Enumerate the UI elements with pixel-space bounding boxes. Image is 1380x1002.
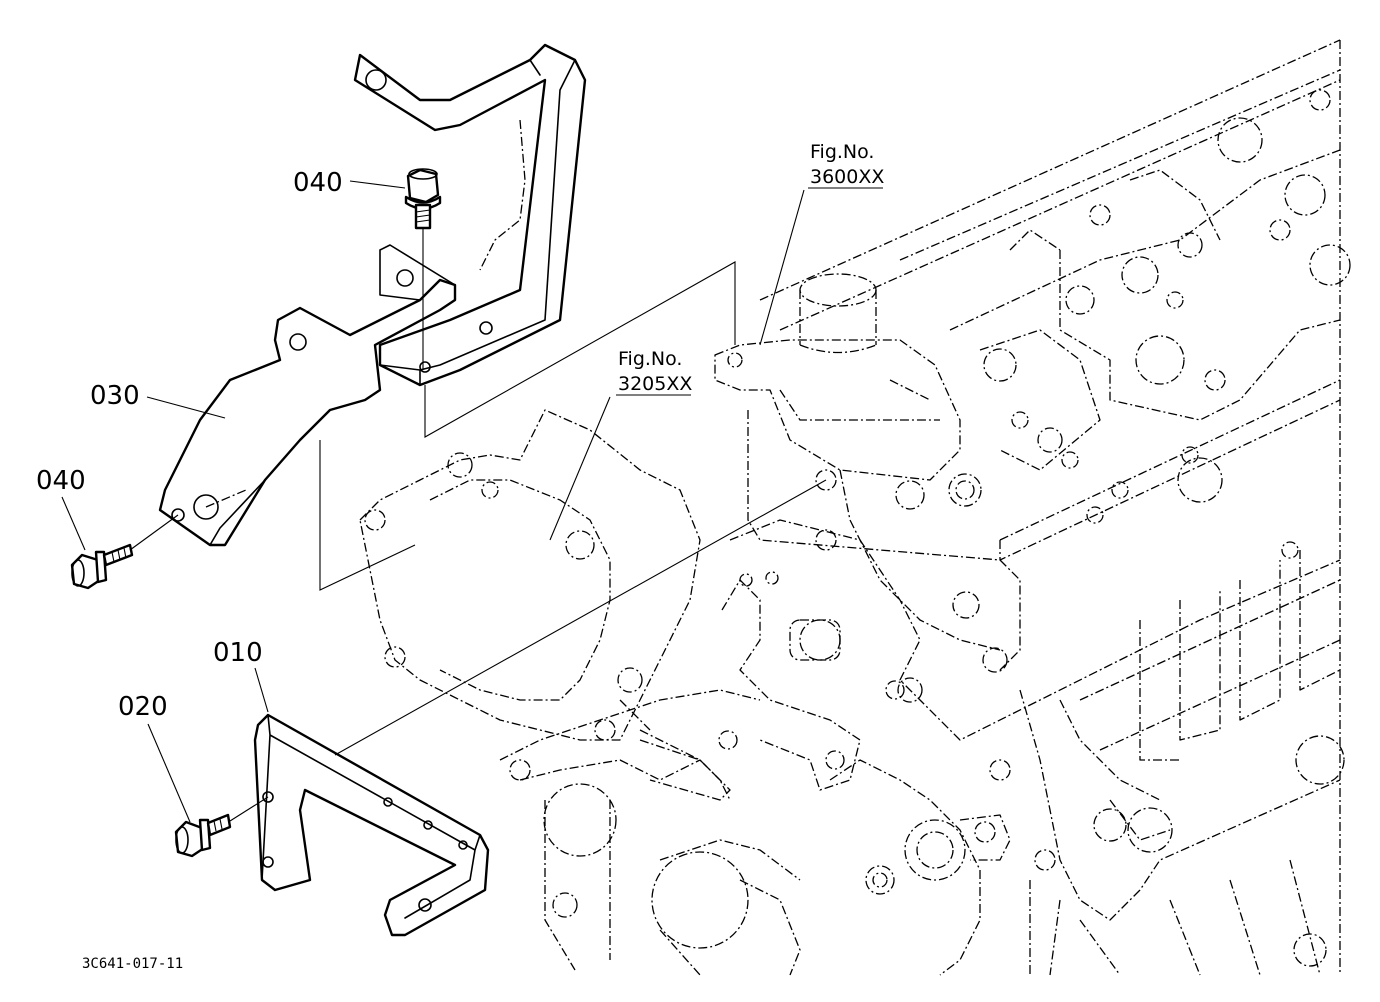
part-label-030: 030 (90, 381, 140, 411)
fig-caption: Fig.No. (618, 348, 682, 370)
upper-bracket (353, 43, 587, 387)
fig-ref-3600: Fig.No. 3600XX (808, 141, 884, 189)
pump-housing-outline (359, 409, 731, 801)
bolt-040-top (404, 168, 442, 230)
bracket-010 (253, 713, 490, 937)
bolt-040-left (70, 543, 134, 590)
fig-number: 3205XX (618, 373, 692, 395)
fig-caption: Fig.No. (810, 141, 874, 163)
bracket-030 (158, 244, 457, 547)
fig-number: 3600XX (810, 166, 884, 188)
part-label-020: 020 (118, 692, 168, 722)
engine-block-outline (499, 39, 1351, 976)
bolt-020 (174, 813, 232, 858)
part-label-040-top: 040 (293, 168, 343, 198)
part-label-040-left: 040 (36, 466, 86, 496)
part-label-010: 010 (213, 638, 263, 668)
drawing-code: 3C641-017-11 (82, 956, 183, 972)
fig-ref-3205: Fig.No. 3205XX (616, 348, 692, 396)
assembly-lines (61, 180, 827, 823)
